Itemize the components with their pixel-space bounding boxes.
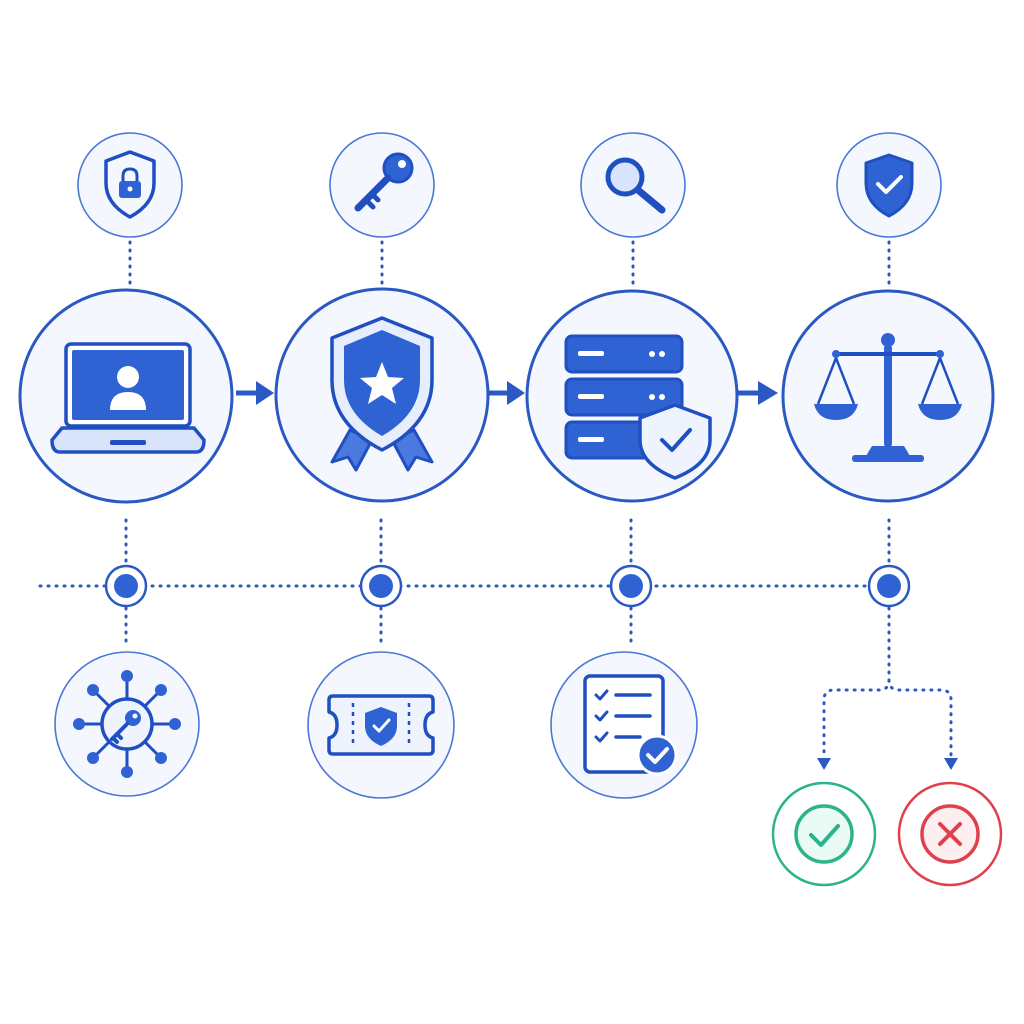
server-shield-icon [564,334,712,480]
shield-check-icon [864,153,914,218]
top-node-4 [836,132,942,238]
badge-shield-star-icon [330,316,434,472]
top-node-3 [580,132,686,238]
bottom-node-3 [550,651,698,799]
checklist-icon [583,674,678,776]
arrow-success [817,758,831,770]
step-2-node [274,287,490,503]
branch-success [822,606,891,760]
timeline-node-2 [359,564,403,608]
arrow-1-2-head [256,381,274,405]
bottom-node-1 [54,651,200,797]
top-row [77,132,942,238]
connectors [38,240,958,770]
branch-failure [887,678,953,760]
outcome-failure [897,781,1003,887]
main-steps [18,287,995,504]
laptop-user-icon [50,342,206,454]
check-circle-icon [794,804,854,864]
key-network-icon [73,670,181,778]
timeline-node-3 [609,564,653,608]
step-arrows [236,381,778,405]
timeline-nodes [104,564,911,608]
magnifier-icon [605,157,666,214]
outcome-success [771,781,877,887]
scales-icon [814,333,962,462]
ticket-shield-icon [327,694,435,756]
x-circle-icon [920,804,980,864]
top-node-2 [329,132,435,238]
key-icon [354,152,414,212]
step-1-node [18,288,234,504]
bottom-node-2 [307,651,455,799]
arrow-failure [944,758,958,770]
shield-lock-icon [104,150,156,219]
arrow-3-4-head [758,381,778,405]
outcomes [771,781,1003,887]
step-4-node [781,289,995,503]
timeline-node-1 [104,564,148,608]
bottom-row [54,651,698,799]
timeline-node-4 [867,564,911,608]
arrow-2-3-head [507,381,525,405]
step-3-node [525,289,739,503]
top-node-1 [77,132,183,238]
